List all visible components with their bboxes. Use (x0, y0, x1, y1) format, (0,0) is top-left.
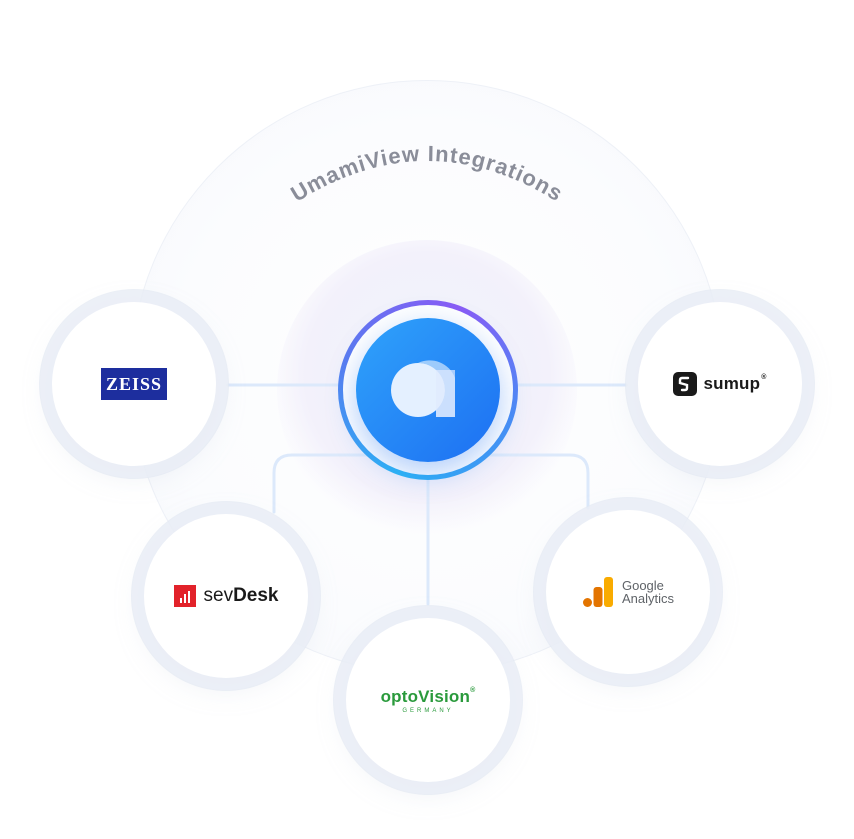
svg-text:UmamiView Integrations: UmamiView Integrations (286, 141, 568, 207)
integration-optovision[interactable]: optoVision® GERMANY (346, 618, 510, 782)
zeiss-logo: ZEISS (101, 368, 167, 400)
connector-google-analytics (426, 453, 590, 510)
sevdesk-label-light: sev (203, 585, 234, 606)
integration-sevdesk[interactable]: sevDesk (144, 514, 308, 678)
sevdesk-logo (173, 585, 196, 607)
connector-sevdesk (272, 453, 430, 514)
sumup-label: sumup (703, 374, 761, 393)
google-analytics-line2: Analytics (621, 591, 675, 606)
google-analytics-logo (582, 577, 613, 607)
zeiss-label: ZEISS (105, 373, 163, 394)
google-analytics-line1: Google (621, 578, 664, 593)
sumup-logo (673, 372, 698, 396)
sevdesk-label-bold: Desk (233, 585, 279, 606)
umamiview-logo (356, 318, 500, 462)
optovision-registered-mark: ® (470, 686, 476, 694)
page-title: UmamiView Integrations (286, 141, 567, 207)
umamiview-a-icon (391, 360, 455, 417)
optovision-label: optoVision (380, 686, 471, 706)
integration-zeiss[interactable]: ZEISS (52, 302, 216, 466)
sumup-registered-mark: ® (761, 374, 767, 381)
optovision-sublabel: GERMANY (402, 707, 454, 714)
integration-google-analytics[interactable]: Google Analytics (546, 510, 710, 674)
optovision-logo: optoVision® GERMANY (381, 687, 476, 714)
integration-sumup[interactable]: sumup® (638, 302, 802, 466)
